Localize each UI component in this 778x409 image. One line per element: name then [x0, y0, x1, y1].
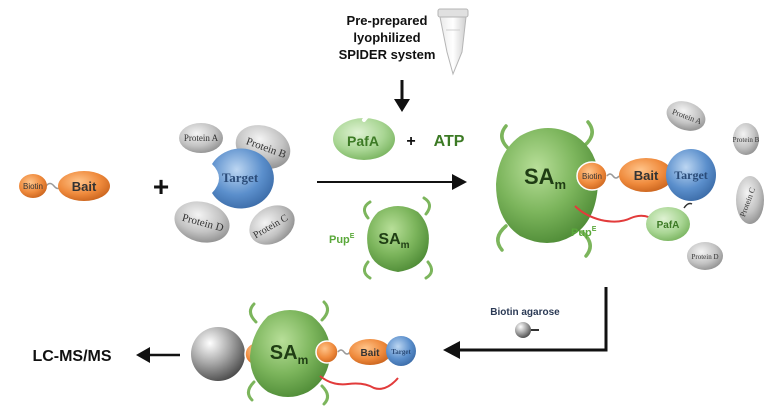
pafa-reagent: PafA: [333, 110, 395, 160]
bait-label-bottom: Bait: [361, 348, 381, 359]
lyophilized-tube-icon: [437, 8, 469, 76]
lc-ms-ms-label: LC-MS/MS: [32, 348, 111, 365]
bait-ellipse-bottom: [349, 339, 391, 365]
header-line-3: SPIDER system: [339, 47, 436, 62]
pup-linker-bottom: [319, 375, 399, 390]
protein-d-blob: [174, 201, 230, 243]
bait-label-complex: Bait: [634, 168, 659, 183]
pup-main-complex: Pup: [571, 227, 592, 239]
header-text: Pre-prepared lyophilized SPIDER system: [339, 13, 436, 62]
protein-a-blob: [179, 123, 223, 153]
sam-main-bottom: SA: [270, 342, 298, 364]
biotin-agarose-label: Biotin agarose: [490, 307, 560, 318]
protein-b-label-right: Protein B: [733, 136, 760, 144]
protein-b-blob-right: [733, 123, 759, 155]
bait-ellipse: [58, 171, 110, 201]
sam-sub-bottom: m: [298, 353, 309, 367]
plus-sign-reagents: +: [406, 133, 415, 150]
bait-ellipse-complex: [619, 158, 673, 192]
pup-sup-complex: E: [592, 226, 597, 233]
bait-label: Bait: [72, 179, 97, 194]
pup-label-small: PupE: [329, 233, 355, 246]
pafa-label: PafA: [347, 133, 379, 149]
protein-cluster-right: Protein A Protein B Protein C Protein D: [666, 101, 764, 270]
biotin-agarose: Biotin agarose: [490, 307, 560, 338]
header-line-1: Pre-prepared: [347, 13, 428, 28]
biotin-sphere-bottom-right: [315, 340, 339, 364]
sam-hooks-small: [363, 196, 433, 280]
biotin-bait-conjugate: Biotin Bait: [19, 171, 110, 201]
protein-d-blob-right: [687, 242, 723, 270]
pafa-label-complex: PafA: [657, 220, 680, 231]
sam-hooks-large: [496, 120, 594, 258]
down-arrow: [394, 80, 410, 112]
pup-main-small: Pup: [329, 234, 350, 246]
sam-label-bottom: SAm: [270, 342, 308, 367]
pup-sup-small: E: [350, 233, 355, 240]
protein-a-label: Protein A: [184, 133, 219, 143]
sam-body-small: [367, 206, 429, 272]
sam-main-large: SA: [524, 164, 555, 189]
spider-complex: SAm PupE Biotin Bait Target PafA: [496, 120, 716, 258]
target-label-bottom: Target: [391, 348, 411, 356]
target-blob-complex: [666, 149, 716, 201]
reaction-arrow: [317, 174, 467, 190]
sam-body-large: [496, 128, 599, 243]
protein-a-blob-right: [666, 101, 706, 131]
protein-c-blob-right: [736, 176, 764, 224]
pup-sam-reagent: SAm PupE: [329, 196, 433, 280]
pafa-blob-complex: [646, 207, 690, 241]
target-label: Target: [222, 170, 259, 185]
agarose-bead-large: [191, 327, 245, 381]
header-line-2: lyophilized: [353, 30, 420, 45]
output-arrow: [136, 347, 180, 363]
agarose-bead-icon: [515, 322, 531, 338]
sam-sub-small: m: [401, 240, 410, 251]
target-blob-bottom: [386, 336, 416, 366]
sam-main-small: SA: [378, 231, 401, 248]
return-arrow: [443, 287, 608, 359]
pup-linker: [574, 205, 658, 223]
protein-c-blob: [249, 205, 295, 245]
biotin-label-complex: Biotin: [582, 172, 602, 181]
biotin-label: Biotin: [23, 182, 43, 191]
plus-sign-left: +: [153, 171, 169, 202]
target-label-complex: Target: [674, 168, 708, 182]
purified-complex: SAm Bait Target: [191, 300, 416, 406]
sam-label-small: SAm: [378, 231, 409, 251]
sam-hooks-bottom: [247, 300, 329, 406]
sam-sub-large: m: [555, 177, 567, 192]
pup-label-complex: PupE: [571, 226, 597, 239]
atp-label: ATP: [434, 133, 465, 150]
sam-label-large: SAm: [524, 164, 566, 192]
target-blob: [212, 148, 274, 209]
protein-d-label-right: Protein D: [691, 253, 718, 261]
biotin-sphere: [19, 174, 47, 198]
protein-cluster-left: Protein A Protein B Target Protein D Pro…: [174, 123, 295, 245]
sam-body-bottom: [250, 310, 331, 397]
